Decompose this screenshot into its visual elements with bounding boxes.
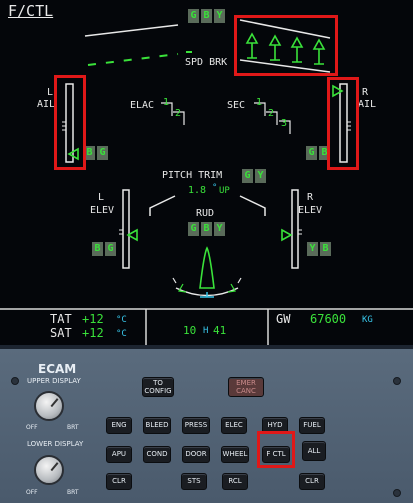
spoiler-1-icon xyxy=(245,32,259,59)
l-elev-label: ELEV xyxy=(90,205,115,216)
elec-page-button[interactable]: ELEC xyxy=(221,417,247,434)
hyd-indicator-yellow: Y xyxy=(214,9,225,23)
lower-brt-label: BRT xyxy=(67,489,79,496)
rcl-button[interactable]: RCL xyxy=(222,473,248,490)
fuel-page-button[interactable]: FUEL xyxy=(299,417,325,434)
tat-value: +12 xyxy=(82,312,104,326)
l-elev-hyd-blue: B xyxy=(92,242,103,256)
sec-label: SEC xyxy=(227,100,246,111)
pitch-trim-label: PITCH TRIM xyxy=(162,170,223,181)
wheel-page-button[interactable]: WHEEL xyxy=(221,446,249,463)
l-ail-label: AIL xyxy=(37,99,56,110)
spd-brk-label: SPD BRK xyxy=(185,57,228,68)
panel-screw xyxy=(11,377,19,385)
spoiler-4-icon xyxy=(312,38,326,65)
f-ctl-page-button[interactable]: F CTL xyxy=(262,446,290,463)
r-elev-label: ELEV xyxy=(298,205,323,216)
apu-page-button[interactable]: APU xyxy=(106,446,132,463)
sat-label: SAT xyxy=(50,326,72,340)
rud-hyd-yellow: Y xyxy=(214,222,225,236)
time-separator: H xyxy=(203,326,209,336)
l-ail-side: L xyxy=(47,87,54,98)
sec-1: 1 xyxy=(256,97,263,108)
panel-screw xyxy=(393,489,401,497)
pitch-trim-value: 1.8 xyxy=(188,185,207,196)
panel-screw xyxy=(393,377,401,385)
rud-hyd-green: G xyxy=(188,222,199,236)
hyd-indicator-green: G xyxy=(188,9,199,23)
lower-display-label: LOWER DISPLAY xyxy=(27,440,84,448)
spoiler-indicators xyxy=(245,32,326,65)
sat-value: +12 xyxy=(82,326,104,340)
clr-left-button[interactable]: CLR xyxy=(106,473,132,490)
bleed-page-button[interactable]: BLEED xyxy=(143,417,171,434)
ecam-lower-display: F/CTL xyxy=(0,2,413,345)
l-elev-side: L xyxy=(98,192,105,203)
ecam-control-panel: ECAM UPPER DISPLAY OFF BRT LOWER DISPLAY… xyxy=(0,345,413,503)
flight-control-graphics xyxy=(0,19,413,345)
l-elev-hyd-green: G xyxy=(105,242,116,256)
gw-value: 67600 xyxy=(310,312,347,326)
tat-unit: °C xyxy=(116,315,127,325)
sec-2: 2 xyxy=(268,108,275,119)
r-ail-label: AIL xyxy=(358,99,377,110)
upper-display-brightness-knob[interactable] xyxy=(34,391,64,421)
door-page-button[interactable]: DOOR xyxy=(182,446,210,463)
press-page-button[interactable]: PRESS xyxy=(182,417,210,434)
r-ail-hyd-green: G xyxy=(306,146,317,160)
pitch-trim-hyd-green: G xyxy=(242,169,253,183)
upper-off-label: OFF xyxy=(26,424,38,431)
time-minutes: 41 xyxy=(213,324,227,337)
elac-2: 2 xyxy=(175,108,182,119)
r-ail-position-icon xyxy=(332,84,344,98)
lower-off-label: OFF xyxy=(26,489,38,496)
sat-unit: °C xyxy=(116,329,127,339)
sec-3: 3 xyxy=(281,118,288,129)
gw-label: GW xyxy=(276,312,291,326)
cond-page-button[interactable]: COND xyxy=(143,446,171,463)
panel-title: ECAM xyxy=(38,362,77,376)
elac-1: 1 xyxy=(163,97,170,108)
l-ail-position-icon xyxy=(67,147,79,161)
rud-hyd-blue: B xyxy=(201,222,212,236)
eng-page-button[interactable]: ENG xyxy=(106,417,132,434)
pitch-trim-deg: ° xyxy=(212,183,218,193)
rud-label: RUD xyxy=(196,208,215,219)
time-hours: 10 xyxy=(183,324,197,337)
upper-display-label: UPPER DISPLAY xyxy=(27,377,81,385)
spoiler-3-icon xyxy=(290,36,304,63)
hyd-page-button[interactable]: HYD xyxy=(262,417,288,434)
r-ail-side: R xyxy=(362,87,369,98)
elac-label: ELAC xyxy=(130,100,155,111)
gw-unit: KG xyxy=(362,315,373,325)
spoiler-2-icon xyxy=(268,34,282,61)
l-ail-hyd-green: G xyxy=(97,146,108,160)
r-ail-hyd-blue: B xyxy=(319,146,330,160)
r-elev-position-icon xyxy=(281,228,293,242)
clr-right-button[interactable]: CLR xyxy=(299,473,325,490)
all-page-button[interactable]: ALL xyxy=(302,441,326,461)
r-elev-hyd-blue: B xyxy=(320,242,331,256)
r-elev-hyd-yellow: Y xyxy=(307,242,318,256)
tat-label: TAT xyxy=(50,312,72,326)
lower-display-brightness-knob[interactable] xyxy=(34,455,64,485)
sts-button[interactable]: STS xyxy=(181,473,207,490)
l-elev-position-icon xyxy=(126,228,138,242)
page-title: F/CTL xyxy=(8,2,54,20)
upper-brt-label: BRT xyxy=(67,424,79,431)
l-ail-hyd-blue: B xyxy=(84,146,95,160)
pitch-trim-dir: UP xyxy=(219,186,230,196)
r-elev-side: R xyxy=(307,192,314,203)
pitch-trim-hyd-yellow: Y xyxy=(255,169,266,183)
hyd-indicator-blue: B xyxy=(201,9,212,23)
